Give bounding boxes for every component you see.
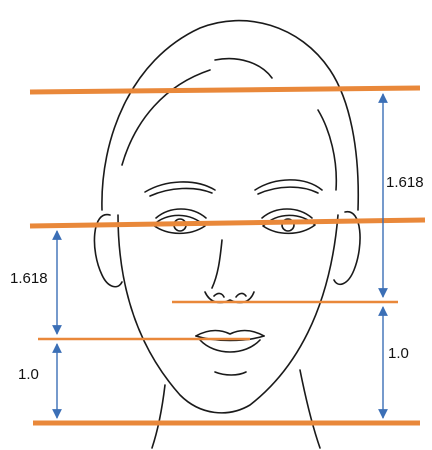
neck-left [152, 385, 165, 448]
face-contour [118, 215, 338, 413]
ratio-label-left-upper: 1.618 [10, 270, 48, 287]
nostril-left [214, 293, 224, 297]
neck-right [300, 370, 320, 448]
hair-strand-right [318, 110, 336, 190]
guide-lines [30, 88, 425, 423]
ratio-label-right-upper: 1.618 [386, 174, 424, 191]
hair-outline [102, 21, 358, 210]
lip-lower [200, 340, 260, 352]
eyebrow-left-lower [150, 188, 212, 196]
hair-parting [215, 59, 272, 78]
eyebrow-right-lower [258, 187, 318, 194]
eyelid-right [262, 209, 312, 218]
ratio-label-right-lower: 1.0 [388, 345, 409, 362]
lip-upper [196, 331, 264, 337]
face-sketch [94, 21, 360, 448]
ratio-label-left-lower: 1.0 [18, 366, 39, 383]
chin-crease [215, 372, 246, 375]
guide-line-eyes [30, 220, 425, 226]
nose-bridge [212, 240, 222, 288]
eyebrow-right [255, 180, 322, 190]
nostril-right [236, 293, 246, 297]
guide-line-hairline [30, 88, 420, 92]
eyelid-left [156, 209, 206, 218]
